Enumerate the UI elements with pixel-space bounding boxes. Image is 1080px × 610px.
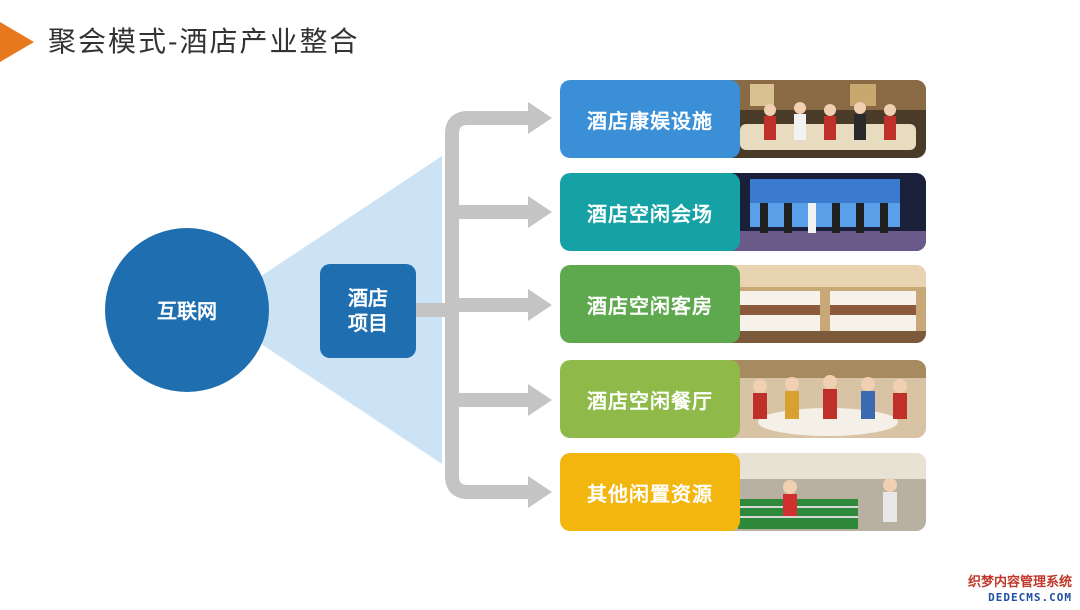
resource-card-rooms: 酒店空闲客房 (560, 265, 926, 343)
internet-label: 互联网 (157, 299, 217, 323)
branch-arrows (416, 111, 530, 499)
arrow-head-2 (528, 196, 552, 228)
resource-card-other: 其他闲置资源 (560, 453, 926, 531)
conference-stage-photo (730, 173, 926, 251)
watermark: 织梦内容管理系统 DEDECMS.COM (968, 575, 1072, 604)
arrow-heads (528, 102, 552, 508)
resource-card-restaurant: 酒店空闲餐厅 (560, 360, 926, 438)
hub-label-line1: 酒店 (348, 286, 388, 310)
page-title: 聚会模式-酒店产业整合 (48, 25, 360, 58)
internet-circle (105, 228, 269, 392)
arrow-head-4 (528, 384, 552, 416)
restaurant-party-photo (730, 360, 926, 438)
card-label-restaurant: 酒店空闲餐厅 (560, 360, 740, 438)
hub-label-line2: 项目 (348, 311, 388, 335)
hotel-project-box: 酒店 项目 (320, 264, 416, 358)
title-accent-marker (0, 22, 34, 62)
resource-card-recreation: 酒店康娱设施 (560, 80, 926, 158)
watermark-line2: DEDECMS.COM (988, 591, 1072, 604)
resource-card-venue: 酒店空闲会场 (560, 173, 926, 251)
card-label-recreation: 酒店康娱设施 (560, 80, 740, 158)
card-label-other: 其他闲置资源 (560, 453, 740, 531)
lounge-people-photo (730, 80, 926, 158)
card-label-rooms: 酒店空闲客房 (560, 265, 740, 343)
watermark-line1: 织梦内容管理系统 (967, 575, 1072, 590)
card-label-venue: 酒店空闲会场 (560, 173, 740, 251)
hotel-bedroom-photo (730, 265, 926, 343)
arrow-head-5 (528, 476, 552, 508)
foosball-room-photo (730, 453, 926, 531)
arrow-head-1 (528, 102, 552, 134)
arrow-head-3 (528, 289, 552, 321)
